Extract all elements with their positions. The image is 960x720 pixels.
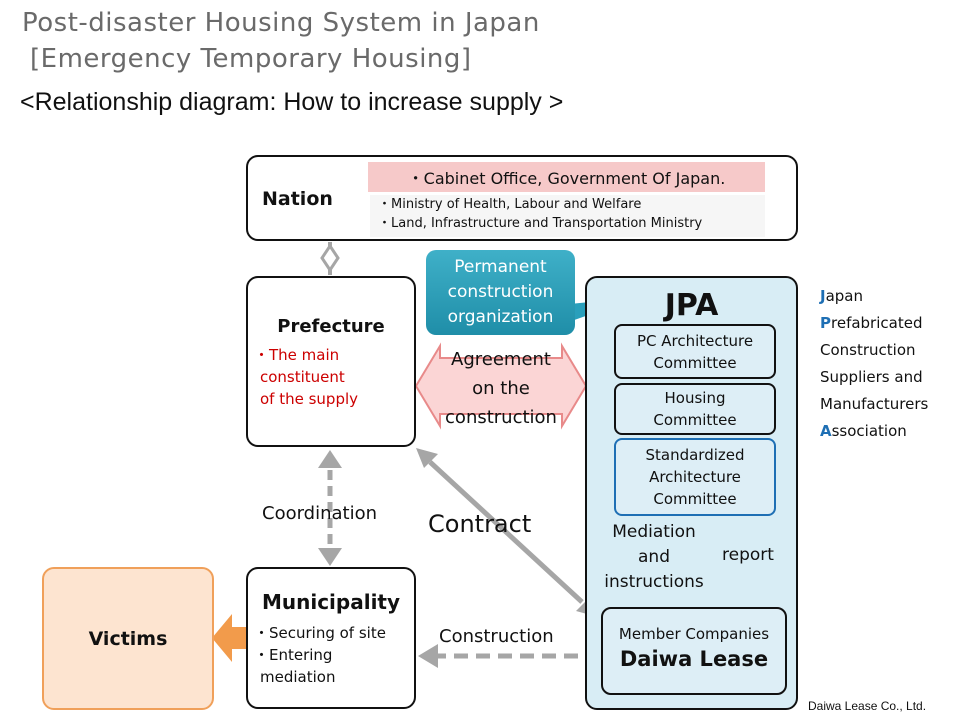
prefecture-title: Prefecture	[277, 316, 385, 337]
committee-line: Standardized	[645, 446, 745, 464]
mediation-label: Mediation and instructions	[600, 520, 708, 595]
prefecture-note-line: of the supply	[260, 390, 359, 408]
permanent-org-callout: Permanent construction organization	[426, 250, 575, 335]
contract-label: Contract	[428, 510, 532, 538]
coordination-label: Coordination	[262, 503, 378, 524]
acronym-rest: apan	[825, 287, 864, 305]
nation-label: Nation	[262, 188, 333, 210]
victims-label: Victims	[88, 627, 168, 650]
agreement-label: Agreement on the construction	[420, 345, 582, 432]
jpa-acronym-legend: Japan Prefabricated Construction Supplie…	[820, 283, 928, 445]
mediation-line: Mediation	[612, 522, 696, 542]
acronym-line: Prefabricated	[820, 310, 928, 337]
acronym-rest: Suppliers and	[820, 368, 923, 386]
cabinet-office-label: ・Cabinet Office, Government Of Japan.	[368, 162, 765, 192]
report-label: report	[722, 545, 774, 565]
permanent-org-line: organization	[447, 307, 554, 327]
coordination-arrow	[318, 450, 342, 566]
acronym-cap: J	[820, 287, 826, 305]
page-title-bracket: [Emergency Temporary Housing]	[30, 44, 472, 74]
acronym-line: Construction	[820, 337, 928, 364]
acronym-rest: ssociation	[831, 422, 907, 440]
agreement-line: on the	[472, 378, 530, 399]
committee-line: Architecture	[649, 468, 741, 486]
municipality-note-line: ・Securing of site	[254, 624, 386, 642]
mediation-line: and	[638, 547, 670, 567]
ministry-item: ・Ministry of Health, Labour and Welfare	[378, 197, 642, 212]
prefecture-note-line: ・The main	[254, 346, 340, 364]
member-companies-label: Member Companies	[618, 625, 770, 643]
municipality-box	[246, 567, 416, 709]
acronym-rest: Construction	[820, 341, 916, 359]
acronym-line: Association	[820, 418, 928, 445]
acronym-rest: refabricated	[831, 314, 923, 332]
victims-arrow	[212, 614, 246, 662]
agreement-line: construction	[445, 407, 557, 428]
member-company-name: Daiwa Lease	[619, 647, 769, 671]
credit-label: Daiwa Lease Co., Ltd.	[808, 699, 927, 713]
ministries-list: ・Ministry of Health, Labour and Welfare …	[370, 195, 765, 237]
acronym-line: Japan	[820, 283, 928, 310]
committee-line: PC Architecture	[636, 331, 754, 350]
agreement-line: Agreement	[451, 349, 551, 370]
permanent-org-line: Permanent	[454, 257, 547, 277]
municipality-title: Municipality	[261, 590, 401, 614]
prefecture-box	[246, 276, 416, 447]
committee-line: Housing	[664, 389, 726, 407]
construction-label: Construction	[439, 626, 554, 647]
municipality-note-line: mediation	[260, 668, 336, 686]
prefecture-note-line: constituent	[260, 368, 345, 386]
victims-box: Victims	[42, 567, 214, 710]
member-companies-box: Member Companies Daiwa Lease	[601, 607, 787, 695]
acronym-line: Suppliers and	[820, 364, 928, 391]
acronym-line: Manufacturers	[820, 391, 928, 418]
mediation-line: instructions	[604, 572, 704, 592]
jpa-title: JPA	[664, 288, 719, 323]
ministry-item: ・Land, Infrastructure and Transportation…	[378, 216, 703, 231]
construction-arrow	[418, 644, 600, 668]
acronym-rest: Manufacturers	[820, 395, 929, 413]
municipality-note-line: ・Entering	[254, 646, 333, 664]
committee-line: Committee	[653, 411, 737, 429]
acronym-cap: P	[820, 314, 831, 332]
nation-prefecture-connector	[320, 242, 340, 275]
municipality-note: ・Securing of site ・Entering mediation	[254, 622, 386, 688]
acronym-cap: A	[820, 422, 832, 440]
committee-line: Committee	[653, 490, 737, 508]
prefecture-note: ・The main constituent of the supply	[254, 344, 358, 410]
permanent-org-line: construction	[447, 282, 554, 302]
page-subtitle: <Relationship diagram: How to increase s…	[20, 88, 564, 116]
committee-line: Committee	[653, 353, 737, 372]
page-title: Post-disaster Housing System in Japan	[22, 8, 540, 38]
